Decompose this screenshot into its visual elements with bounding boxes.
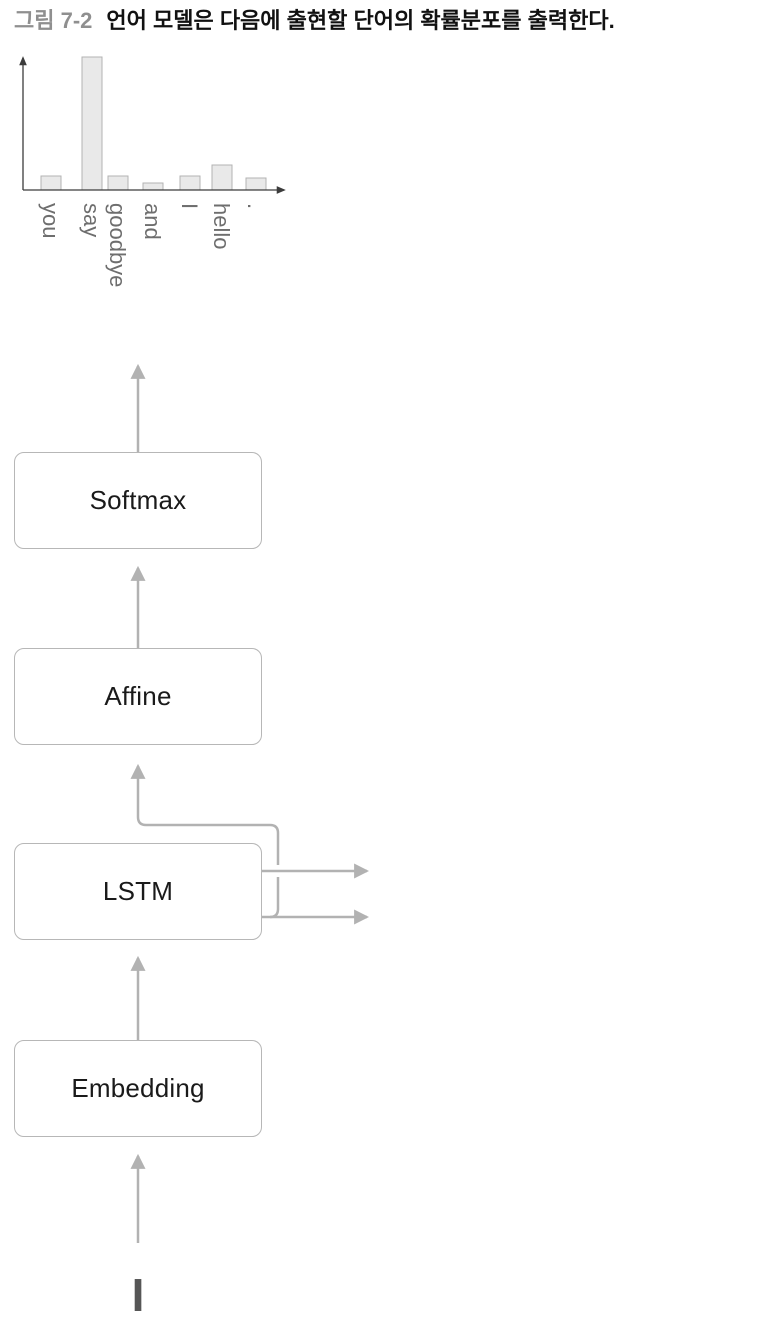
bar-and [142, 182, 164, 191]
bar-hello [211, 164, 233, 191]
bar-you [40, 175, 62, 191]
bar-say [81, 56, 103, 191]
figure-title: 그림 7-2 언어 모델은 다음에 출현할 단어의 확률분포를 출력한다. [14, 7, 764, 36]
bar-I [179, 175, 201, 191]
bar-label-and: and [140, 203, 165, 240]
node-lstm: LSTM [14, 843, 262, 940]
bar-label-goodbye: goodbye [105, 203, 130, 287]
node-embedding: Embedding [14, 1040, 262, 1137]
branch-hidden-to-affine [130, 763, 280, 865]
bar-chart-bars [40, 56, 267, 191]
bar-label-I: I [177, 203, 202, 209]
branch-hidden-lower [269, 877, 280, 919]
node-softmax: Softmax [14, 452, 262, 549]
bar-goodbye [107, 175, 129, 191]
figure-caption: 언어 모델은 다음에 출현할 단어의 확률분포를 출력한다. [106, 8, 615, 33]
node-affine: Affine [14, 648, 262, 745]
bar-. [245, 177, 267, 191]
figure-number: 그림 7-2 [14, 8, 93, 33]
bar-label-say: say [79, 203, 104, 237]
bar-label-.: . [243, 203, 268, 209]
bar-label-hello: hello [209, 203, 234, 249]
bar-label-you: you [38, 203, 63, 238]
input-word: I [131, 1269, 145, 1321]
